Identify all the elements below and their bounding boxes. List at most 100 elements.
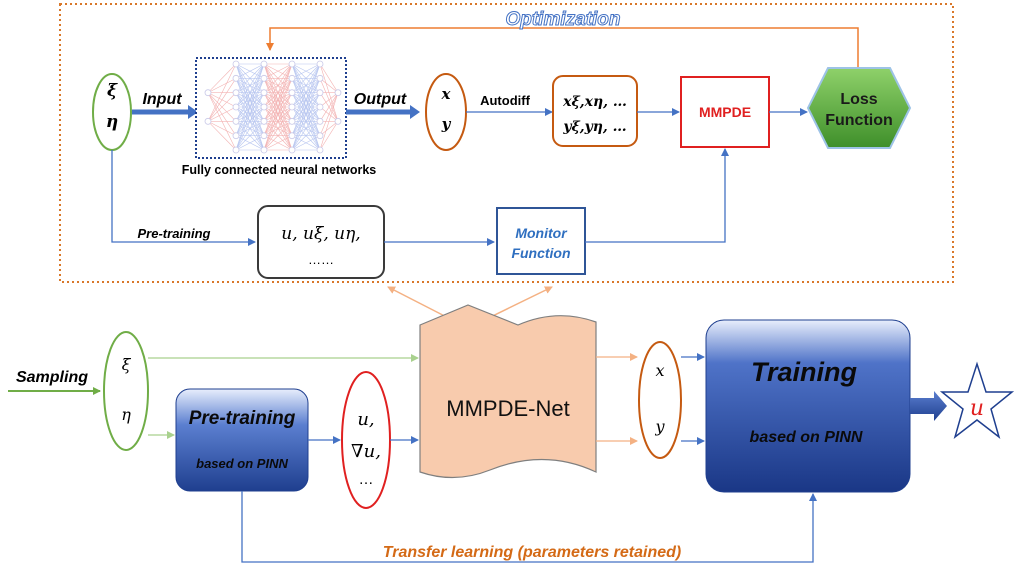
nn-node: [288, 146, 296, 154]
derivatives-y: yξ,yη, …: [562, 119, 626, 135]
training-title: Training: [751, 357, 858, 387]
nn-connection: [291, 135, 321, 151]
nn-node: [288, 89, 296, 97]
mmpde-net-shape: [419, 304, 597, 479]
pretraining-subtitle: based on PINN: [196, 456, 288, 471]
nn-connection: [291, 63, 321, 136]
nn-connection: [207, 78, 237, 93]
nn-node: [316, 132, 324, 140]
result-star: [939, 361, 1015, 439]
nn-connection: [235, 63, 265, 136]
nn-connection: [263, 63, 293, 122]
nn-node: [260, 89, 268, 97]
nn-connection: [319, 78, 339, 93]
nn-connection: [319, 121, 339, 136]
nn-connection: [263, 63, 293, 151]
nn-connection: [291, 106, 321, 151]
monitor-to-mmpde-arrow: [585, 148, 729, 243]
u-gradients-line2: ……: [308, 252, 334, 267]
nn-node: [316, 74, 324, 82]
pretraining-label: Pre-training: [138, 226, 211, 241]
sampling-label: Sampling: [16, 369, 88, 386]
nn-node: [316, 103, 324, 111]
bottom-output-ellipse: [638, 341, 682, 459]
nn-connection: [319, 63, 339, 93]
nn-node: [334, 89, 342, 97]
pretraining-title: Pre-training: [189, 408, 296, 429]
nn-node: [232, 117, 240, 125]
optimization-feedback-arrow: [266, 27, 859, 78]
top-input-xi: ξ: [107, 81, 118, 101]
nn-connection: [291, 63, 321, 122]
nn-connection: [263, 63, 293, 93]
nn-node: [232, 89, 240, 97]
nn-connection: [235, 63, 265, 151]
nn-node: [260, 117, 268, 125]
nn-node: [260, 103, 268, 111]
nn-connection: [207, 106, 237, 122]
transfer-learning-label: Transfer learning (parameters retained): [383, 544, 681, 561]
nn-connection: [235, 135, 265, 151]
nn-connection: [291, 63, 321, 108]
nn-node: [316, 146, 324, 154]
optimization-frame: [59, 3, 954, 283]
nn-node: [204, 117, 212, 125]
nn-node: [288, 132, 296, 140]
nn-node: [260, 74, 268, 82]
derivatives-box: [552, 75, 638, 147]
nn-caption: Fully connected neural networks: [182, 163, 377, 177]
pretraining-box: [175, 388, 309, 492]
monitor-function-box: [496, 207, 586, 275]
top-output-y: y: [441, 115, 452, 133]
u-gradients-line1: u, uξ, uη,: [281, 224, 360, 244]
monitor-label-line1: Monitor: [515, 225, 568, 241]
nn-node: [288, 117, 296, 125]
nn-connection: [263, 121, 293, 151]
mmpde-net-label: MMPDE-Net: [446, 396, 569, 421]
nn-connection: [263, 135, 293, 151]
nn-connection: [263, 106, 293, 151]
nn-node: [316, 89, 324, 97]
nn-node: [232, 60, 240, 68]
u-ellipse-u: u,: [357, 409, 374, 430]
mmpde-label: MMPDE: [699, 104, 751, 120]
nn-connection: [207, 121, 237, 136]
nn-node: [288, 60, 296, 68]
nn-connection: [319, 92, 339, 122]
nn-connection: [291, 92, 321, 151]
nn-node: [260, 146, 268, 154]
nn-node: [232, 74, 240, 82]
nn-node: [232, 146, 240, 154]
bottom-input-ellipse: [103, 331, 149, 451]
nn-connection: [235, 92, 265, 151]
nn-node: [288, 103, 296, 111]
top-output-x: x: [441, 85, 452, 103]
derivatives-x: xξ,xη, …: [562, 94, 627, 110]
nn-connection: [235, 121, 265, 151]
nn-connection: [291, 63, 321, 93]
pretraining-arrow: [111, 150, 256, 246]
mmpde-box: [680, 76, 770, 148]
training-subtitle: based on PINN: [750, 429, 863, 446]
nn-connection: [291, 63, 321, 151]
nn-connection: [235, 63, 265, 93]
monitor-label-line2: Function: [511, 245, 570, 261]
nn-connection: [235, 63, 265, 122]
nn-connection: [263, 63, 293, 136]
result-arrow: [910, 391, 947, 421]
nn-connection: [207, 63, 237, 122]
nn-node: [260, 60, 268, 68]
training-box: [705, 319, 911, 493]
input-label: Input: [142, 91, 182, 108]
nn-node: [232, 103, 240, 111]
u-ellipse-grad: ∇u,: [351, 441, 381, 462]
nn-connection: [235, 63, 265, 79]
nn-node: [260, 132, 268, 140]
nn-connection: [291, 121, 321, 151]
nn-connection: [291, 63, 321, 79]
nn-connection: [263, 92, 293, 151]
nn-connection: [207, 121, 237, 151]
nn-connection: [235, 63, 265, 108]
top-input-eta: η: [106, 112, 118, 132]
